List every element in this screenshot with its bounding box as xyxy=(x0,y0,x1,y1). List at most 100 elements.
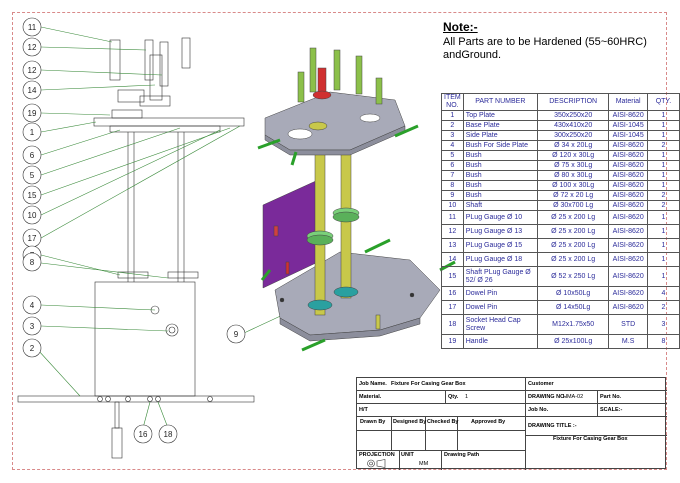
bom-cell-qty: 2 xyxy=(646,200,680,211)
bom-cell-part: PLug Gauge Ø 15 xyxy=(462,238,538,253)
balloon-1: 1 xyxy=(22,122,42,142)
bom-cell-material: AISI-8620 xyxy=(608,300,648,315)
bom-cell-material: AISI-8620 xyxy=(608,210,648,225)
bom-header-material: Material xyxy=(608,93,648,111)
plug-gauge-12 xyxy=(144,39,154,81)
bom-cell-desc: Ø 10x50Lg xyxy=(536,286,610,301)
bom-cell-material: AISI-8620 xyxy=(608,200,648,211)
job-name: Fixture For Casing Gear Box xyxy=(391,381,466,387)
bom-cell-part: Bush xyxy=(462,190,538,201)
svg-text:5: 5 xyxy=(30,171,35,180)
balloon-4: 4 xyxy=(22,295,42,315)
bom-header-row: ITEM NO. PART NUMBER DESCRIPTION Materia… xyxy=(441,93,680,111)
bom-cell-item: 5 xyxy=(441,150,464,161)
svg-text:12: 12 xyxy=(28,66,37,75)
bom-cell-qty: 1 xyxy=(646,210,680,225)
bom-cell-material: AISI-8620 xyxy=(608,190,648,201)
iso-plug-3 xyxy=(355,55,363,95)
qty-value: 1 xyxy=(465,394,469,400)
iso-plug-2 xyxy=(333,49,341,91)
approved-by-label: Approved By xyxy=(471,419,506,425)
bom-cell-part: Dowel Pin xyxy=(462,300,538,315)
balloon-6: 6 xyxy=(22,145,42,165)
bom-cell-item: 7 xyxy=(441,170,464,181)
drawing-path-label: Drawing Path xyxy=(444,452,480,458)
material-label: Material. xyxy=(359,394,382,400)
bom-cell-desc: Ø 25 x 200 Lg xyxy=(536,252,610,267)
bom-cell-material: AISI-8620 xyxy=(608,252,648,267)
iso-shaft-plug-gauge xyxy=(317,67,327,93)
bom-cell-qty: 4 xyxy=(646,286,680,301)
bom-cell-item: 19 xyxy=(441,334,464,349)
drawing-no: HMA-02 xyxy=(563,394,584,400)
bom-cell-desc: 350x250x20 xyxy=(536,110,610,121)
svg-text:12: 12 xyxy=(28,43,37,52)
bom-cell-qty: 1 xyxy=(646,110,680,121)
bom-cell-qty: 8 xyxy=(646,334,680,349)
bom-cell-item: 15 xyxy=(441,266,464,287)
balloon-10: 10 xyxy=(22,205,42,225)
bom-cell-qty: 1 xyxy=(646,238,680,253)
bom-cell-desc: Ø 25 x 200 Lg xyxy=(536,210,610,225)
bom-cell-part: Bush xyxy=(462,180,538,191)
bom-cell-qty: 1 xyxy=(646,252,680,267)
bom-header-desc: DESCRIPTION xyxy=(536,93,610,111)
plug-gauge-14 xyxy=(181,37,191,69)
checked-by-label: Checked By xyxy=(427,419,459,425)
bom-table: ITEM NO. PART NUMBER DESCRIPTION Materia… xyxy=(441,93,680,349)
bom-cell-material: AISI-8620 xyxy=(608,266,648,287)
balloon-8-real: 8 xyxy=(22,252,42,272)
balloon-17: 17 xyxy=(22,228,42,248)
bom-cell-item: 4 xyxy=(441,140,464,151)
designed-by-label: Designed By xyxy=(393,419,427,425)
bom-header-qty: QTY. xyxy=(646,93,680,111)
svg-text:2: 2 xyxy=(30,344,35,353)
bom-cell-item: 2 xyxy=(441,120,464,131)
qty-label: Qty. xyxy=(448,394,459,400)
balloon-8-label: 8 xyxy=(30,258,35,267)
bom-cell-desc: M12x1.75x50 xyxy=(536,314,610,335)
ht-label: H/T xyxy=(359,407,368,413)
unit-value: MM xyxy=(419,461,429,467)
bom-cell-material: AISI-8620 xyxy=(608,224,648,239)
bom-cell-part: Handle xyxy=(462,334,538,349)
svg-text:9: 9 xyxy=(234,330,239,339)
bom-cell-part: Socket Head Cap Screw xyxy=(462,314,538,335)
svg-text:19: 19 xyxy=(28,109,37,118)
balloon-2: 2 xyxy=(22,338,42,358)
bom-cell-qty: 1 xyxy=(646,224,680,239)
projection-label: PROJECTION xyxy=(359,452,395,458)
bom-cell-material: AISI-8620 xyxy=(608,110,648,121)
bom-cell-part: PLug Gauge Ø 10 xyxy=(462,210,538,225)
bom-cell-qty: 1 xyxy=(646,180,680,191)
bom-cell-item: 9 xyxy=(441,190,464,201)
bom-cell-qty: 1 xyxy=(646,120,680,131)
drawing-title-label: DRAWING TITLE :- xyxy=(528,423,577,429)
bom-cell-qty: 1 xyxy=(646,150,680,161)
bom-cell-part: PLug Gauge Ø 18 xyxy=(462,252,538,267)
balloon-12b: 12 xyxy=(22,60,42,80)
title-block: Job Name. Fixture For Casing Gear Box Cu… xyxy=(356,377,667,470)
note-title: Note:- xyxy=(443,20,478,34)
bom-cell-desc: Ø 34 x 20Lg xyxy=(536,140,610,151)
bom-cell-part: Base Plate xyxy=(462,120,538,131)
bom-cell-material: AISI-8620 xyxy=(608,286,648,301)
balloon-18: 18 xyxy=(158,424,178,444)
top-plate xyxy=(93,117,245,127)
iso-bush-base-1 xyxy=(307,299,333,311)
bom-cell-part: Shaft PLug Gauge Ø 52/ Ø 26 xyxy=(462,266,538,287)
bom-cell-material: AISI-8620 xyxy=(608,180,648,191)
unit-label: UNIT xyxy=(401,452,414,458)
bom-cell-item: 18 xyxy=(441,314,464,335)
svg-text:18: 18 xyxy=(164,430,173,439)
balloon-11: 11 xyxy=(22,17,42,37)
bom-cell-qty: 2 xyxy=(646,300,680,315)
